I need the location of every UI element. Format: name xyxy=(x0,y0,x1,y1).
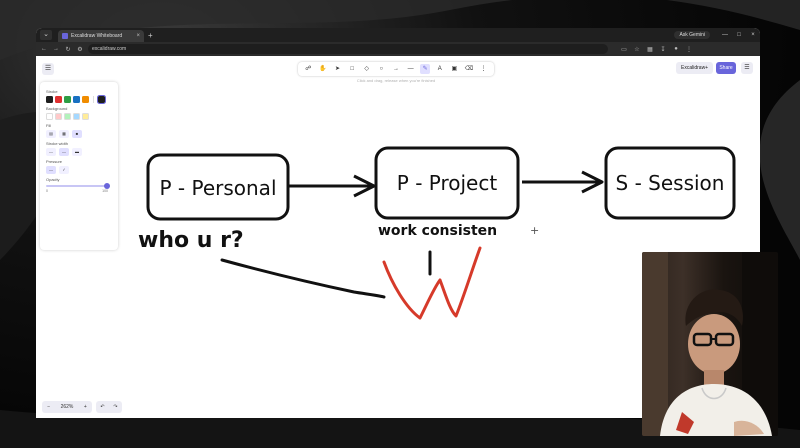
back-icon[interactable]: ← xyxy=(41,46,47,52)
zoom-out-icon[interactable]: − xyxy=(47,404,51,410)
diamond-tool-icon[interactable]: ◇ xyxy=(364,66,370,72)
opacity-min: 0 xyxy=(46,189,48,193)
freehand-red-w-stroke[interactable] xyxy=(382,246,482,320)
shape-toolbar: ☍ ✋ ➤ □ ◇ ○ → — ✎ A ▣ ⌫ ⋮ xyxy=(298,62,494,76)
hand-tool-icon[interactable]: ✋ xyxy=(319,66,327,72)
site-info-icon[interactable]: ⚙ xyxy=(77,46,83,53)
stroke-current-swatch[interactable] xyxy=(97,95,106,104)
bookmark-star-icon[interactable]: ☆ xyxy=(634,46,640,53)
zoom-level[interactable]: 262% xyxy=(60,404,74,410)
url-omnibox[interactable]: excalidraw.com xyxy=(88,44,608,54)
download-icon[interactable]: ↧ xyxy=(660,46,666,53)
box-project-label: P - Project xyxy=(397,171,498,195)
more-menu-icon[interactable]: ⋮ xyxy=(686,46,692,53)
background-color-swatch-2[interactable] xyxy=(64,113,71,120)
webcam-overlay xyxy=(642,252,778,436)
tab-search-icon[interactable]: ⌄ xyxy=(40,30,52,40)
stroke-color-swatch-3[interactable] xyxy=(73,96,80,103)
tab-bar: ⌄ Excalidraw Whiteboard × + Ask Gemini —… xyxy=(36,28,760,42)
background-color-swatch-4[interactable] xyxy=(82,113,89,120)
box-session-label: S - Session xyxy=(616,171,725,195)
undo-icon[interactable]: ↶ xyxy=(100,404,105,410)
ellipse-tool-icon[interactable]: ○ xyxy=(379,66,384,72)
profile-icon[interactable]: ● xyxy=(674,45,678,52)
box-session[interactable] xyxy=(604,146,736,220)
image-tool-icon[interactable]: ▣ xyxy=(451,66,458,72)
background-color-swatch-0[interactable] xyxy=(46,113,53,120)
install-app-icon[interactable]: ▭ xyxy=(621,46,627,53)
new-tab-icon[interactable]: + xyxy=(148,30,153,40)
minimize-icon[interactable]: — xyxy=(722,32,728,38)
fill-hachure-option[interactable]: ▤ xyxy=(46,130,56,138)
stroke-color-swatch-2[interactable] xyxy=(64,96,71,103)
stroke-bold-option[interactable]: — xyxy=(59,148,69,156)
address-bar: ← → ↻ ⚙ excalidraw.com ▭ ☆ ▦ ↧ ● ⋮ xyxy=(36,42,760,56)
freehand-underline-stroke[interactable] xyxy=(220,258,386,299)
opacity-label: Opacity xyxy=(46,177,60,182)
arrow-project-to-session[interactable] xyxy=(522,170,604,194)
excalidraw-plus-button[interactable]: Excalidraw+ xyxy=(676,62,714,74)
excalidraw-favicon-icon xyxy=(62,33,68,39)
opacity-max: 100 xyxy=(102,189,108,193)
stroke-extra-bold-option[interactable]: ▬ xyxy=(72,148,82,156)
share-button[interactable]: Share xyxy=(716,62,736,74)
background-swatches xyxy=(46,113,112,120)
stroke-color-swatch-4[interactable] xyxy=(82,96,89,103)
selection-tool-icon[interactable]: ➤ xyxy=(335,66,341,72)
tab-title: Excalidraw Whiteboard xyxy=(71,33,123,39)
drawing-layer: P - Personal P - Project S - Session who… xyxy=(138,146,736,320)
undo-redo-controls: ↶ ↷ xyxy=(96,401,122,413)
forward-icon[interactable]: → xyxy=(53,46,59,52)
annotation-work-consistent[interactable]: work consisten xyxy=(378,223,497,239)
excalidraw-canvas[interactable]: ☰ ☍ ✋ ➤ □ ◇ ○ → — ✎ A ▣ ⌫ ⋮ Click and dr… xyxy=(36,56,760,418)
maximize-icon[interactable]: □ xyxy=(737,32,741,38)
line-tool-icon[interactable]: — xyxy=(407,66,414,72)
redo-icon[interactable]: ↷ xyxy=(113,404,118,410)
opacity-slider-thumb[interactable] xyxy=(104,183,110,189)
ask-gemini-button[interactable]: Ask Gemini xyxy=(674,31,710,39)
zoom-controls: − 262% + xyxy=(42,401,92,413)
fill-label: Fill xyxy=(46,123,52,128)
close-window-icon[interactable]: × xyxy=(751,32,755,38)
stroke-swatches xyxy=(46,95,112,104)
main-menu-icon[interactable]: ☰ xyxy=(42,63,54,75)
fill-solid-option[interactable]: ■ xyxy=(72,130,82,138)
fill-crosshatch-option[interactable]: ▦ xyxy=(59,130,69,138)
stroke-label: Stroke xyxy=(46,89,58,94)
tab-excalidraw[interactable]: Excalidraw Whiteboard × xyxy=(58,30,144,42)
arrow-tool-icon[interactable]: → xyxy=(392,66,399,72)
text-tool-icon[interactable]: A xyxy=(437,66,442,72)
more-tools-icon[interactable]: ⋮ xyxy=(480,66,487,72)
lock-icon[interactable]: ☍ xyxy=(305,66,312,72)
browser-window: ⌄ Excalidraw Whiteboard × + Ask Gemini —… xyxy=(36,28,760,418)
pressure-label: Pressure xyxy=(46,159,63,164)
box-personal-label: P - Personal xyxy=(159,176,276,200)
pressure-fixed-option[interactable]: — xyxy=(46,166,56,174)
eraser-tool-icon[interactable]: ⌫ xyxy=(464,66,474,72)
presenter-figure xyxy=(642,252,778,436)
stroke-thin-option[interactable]: — xyxy=(46,148,56,156)
rectangle-tool-icon[interactable]: □ xyxy=(350,66,354,72)
opacity-slider[interactable] xyxy=(46,183,110,189)
background-label: Background xyxy=(46,106,68,111)
annotation-who-u-r[interactable]: who u r? xyxy=(138,228,244,253)
pressure-variable-option[interactable]: ✓ xyxy=(59,166,69,174)
stroke-color-swatch-0[interactable] xyxy=(46,96,53,103)
zoom-in-icon[interactable]: + xyxy=(83,404,87,410)
crosshair-cursor: + xyxy=(530,224,539,237)
arrow-personal-to-project[interactable] xyxy=(288,174,376,198)
reload-icon[interactable]: ↻ xyxy=(65,46,71,53)
box-project[interactable] xyxy=(374,146,520,220)
library-sidebar-icon[interactable]: ☰ xyxy=(741,62,753,74)
stroke-color-swatch-1[interactable] xyxy=(55,96,62,103)
url-text: excalidraw.com xyxy=(92,46,127,52)
properties-panel: Stroke Background Fill ▤ ▦ ■ Stroke widt… xyxy=(40,82,118,250)
pencil-tool-icon[interactable]: ✎ xyxy=(420,64,431,74)
background-color-swatch-1[interactable] xyxy=(55,113,62,120)
background-color-swatch-3[interactable] xyxy=(73,113,80,120)
extensions-icon[interactable]: ▦ xyxy=(647,46,653,53)
close-tab-icon[interactable]: × xyxy=(136,33,140,39)
toolbar-hint: Click and drag, release when you're fini… xyxy=(356,78,436,83)
stroke-width-label: Stroke width xyxy=(46,141,69,146)
